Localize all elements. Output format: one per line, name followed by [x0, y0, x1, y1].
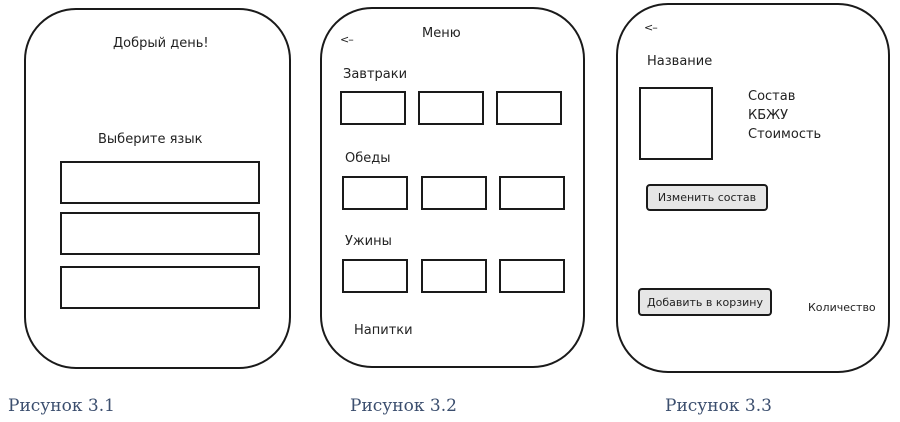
product-name: Название	[647, 54, 713, 69]
section-dinner: Ужины	[345, 234, 392, 249]
caption-figure-2: Рисунок 3.2	[350, 396, 457, 416]
caption-figure-3: Рисунок 3.3	[665, 396, 772, 416]
back-arrow-icon[interactable]: <–	[340, 33, 354, 46]
lunch-item-1[interactable]	[342, 176, 408, 210]
quantity-label: Количество	[808, 301, 876, 314]
product-nutrition: КБЖУ	[748, 108, 789, 123]
language-option-1[interactable]	[60, 161, 260, 204]
section-breakfast: Завтраки	[343, 67, 408, 82]
lunch-item-3[interactable]	[499, 176, 565, 210]
section-drinks[interactable]: Напитки	[354, 323, 413, 338]
choose-language-label: Выберите язык	[98, 132, 203, 147]
dinner-item-1[interactable]	[342, 259, 408, 293]
language-option-2[interactable]	[60, 212, 260, 255]
breakfast-item-1[interactable]	[340, 91, 406, 125]
menu-title: Меню	[422, 26, 461, 41]
dinner-item-2[interactable]	[421, 259, 487, 293]
section-lunch: Обеды	[345, 151, 391, 166]
dinner-item-3[interactable]	[499, 259, 565, 293]
breakfast-item-2[interactable]	[418, 91, 484, 125]
product-composition: Состав	[748, 89, 796, 104]
caption-figure-1: Рисунок 3.1	[8, 396, 115, 416]
edit-composition-button[interactable]: Изменить состав	[646, 184, 768, 211]
language-option-3[interactable]	[60, 266, 260, 309]
add-to-cart-button[interactable]: Добавить в корзину	[638, 288, 772, 316]
greeting-text: Добрый день!	[113, 36, 209, 51]
lunch-item-2[interactable]	[421, 176, 487, 210]
breakfast-item-3[interactable]	[496, 91, 562, 125]
back-arrow-icon[interactable]: <–	[644, 21, 658, 34]
product-price: Стоимость	[748, 127, 822, 142]
product-image	[639, 87, 713, 160]
